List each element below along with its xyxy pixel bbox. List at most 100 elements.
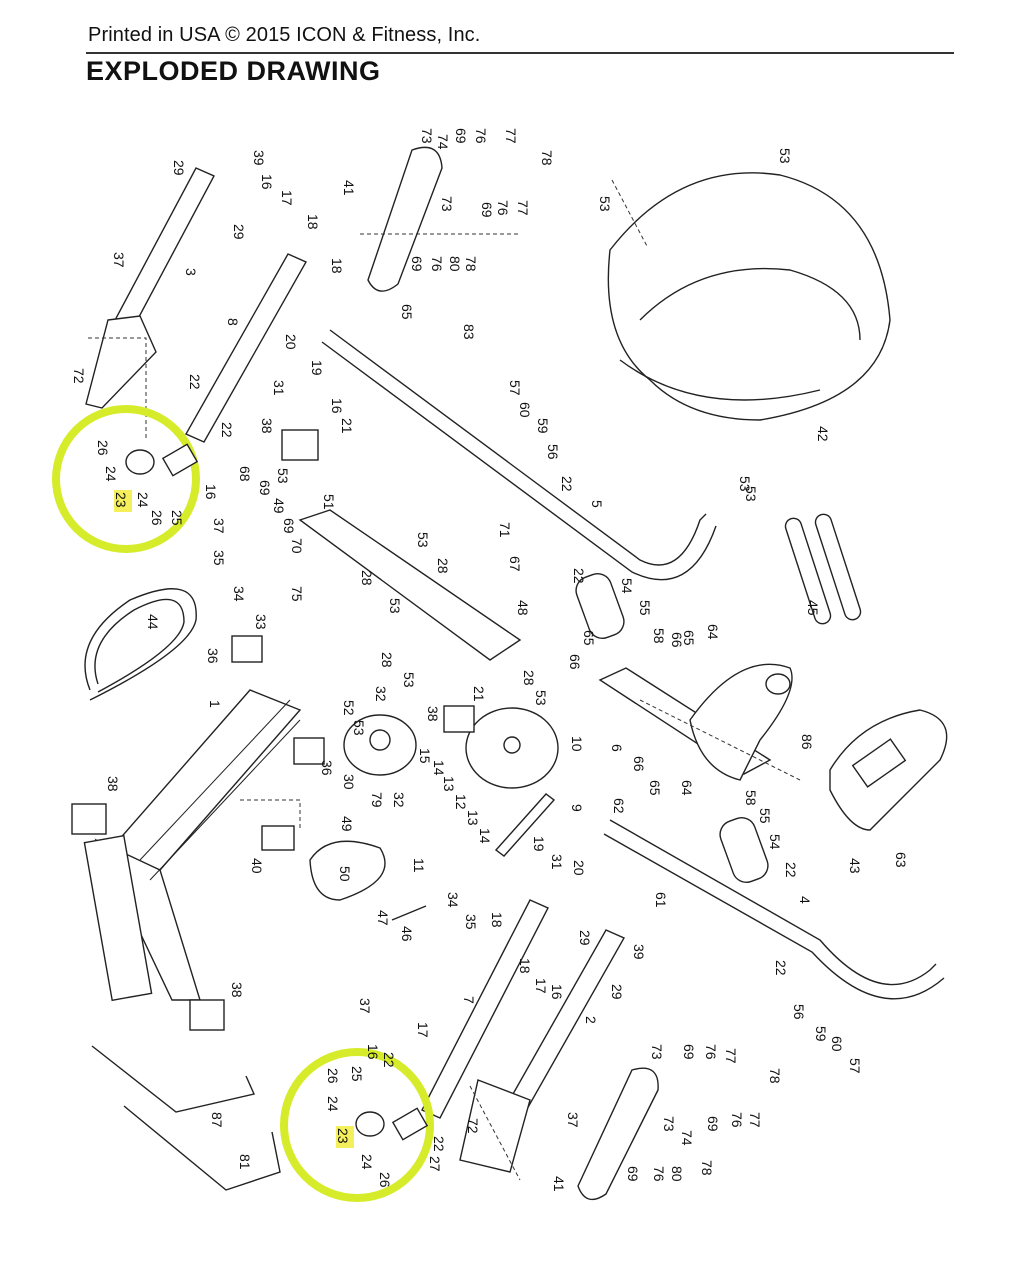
callout-label: 17	[279, 190, 295, 206]
callout-label: 13	[441, 776, 457, 792]
console-display	[851, 738, 907, 788]
bracket-bottom-highlight	[391, 1107, 429, 1141]
callout-label: 56	[791, 1004, 807, 1020]
callout-label: 24	[103, 466, 119, 482]
callout-label: 23	[335, 1128, 351, 1144]
callout-label: 66	[567, 654, 583, 670]
callout-label: 32	[391, 792, 407, 808]
callout-label: 29	[231, 224, 247, 240]
callout-label: 78	[767, 1068, 783, 1084]
pulley-30-hub	[369, 729, 391, 751]
callout-label: 80	[669, 1166, 685, 1182]
callout-label: 53	[275, 468, 291, 484]
callout-label: 40	[249, 858, 265, 874]
callout-label: 26	[377, 1172, 393, 1188]
cap-23-bottom	[355, 1111, 385, 1137]
callout-label: 65	[581, 630, 597, 646]
callout-label: 77	[747, 1112, 763, 1128]
callout-label: 24	[359, 1154, 375, 1170]
callout-label: 49	[271, 498, 287, 514]
callout-label: 41	[341, 180, 357, 196]
handlebar-5	[329, 329, 707, 566]
callout-label: 69	[681, 1044, 697, 1060]
callout-label: 28	[359, 570, 375, 586]
callout-label: 56	[545, 444, 561, 460]
callout-label: 67	[507, 556, 523, 572]
callout-label: 38	[105, 776, 121, 792]
cap-23-top	[125, 449, 155, 475]
callout-label: 55	[757, 808, 773, 824]
callout-label: 36	[319, 760, 335, 776]
header-divider	[86, 52, 954, 54]
pedal-41	[367, 146, 443, 292]
callout-label: 10	[569, 736, 585, 752]
callout-label: 58	[651, 628, 667, 644]
callout-label: 68	[237, 466, 253, 482]
callout-label: 22	[431, 1136, 447, 1152]
leader-dashes-6	[469, 1085, 521, 1181]
callout-label: 18	[489, 912, 505, 928]
callout-label: 25	[169, 510, 185, 526]
handlebar-4	[609, 819, 937, 986]
callout-label: 28	[379, 652, 395, 668]
callout-label: 21	[471, 686, 487, 702]
callout-label: 26	[149, 510, 165, 526]
callout-label: 52	[341, 700, 357, 716]
callout-label: 53	[351, 720, 367, 736]
callout-label: 69	[453, 128, 469, 144]
belt-44-inner	[94, 598, 185, 693]
leader-dashes-1	[88, 337, 147, 440]
callout-label: 73	[419, 128, 435, 144]
callout-label: 16	[549, 984, 565, 1000]
highlight-23-top-bg	[114, 490, 132, 512]
callout-label: 72	[71, 368, 87, 384]
main-beam-48	[298, 509, 522, 661]
callout-label: 76	[651, 1166, 667, 1182]
handlebar-4-edge	[603, 833, 945, 1000]
callout-label: 69	[281, 518, 297, 534]
callout-label: 22	[219, 422, 235, 438]
callout-label: 60	[517, 402, 533, 418]
roller-54-upper	[575, 573, 625, 639]
callout-label: 12	[453, 794, 469, 810]
callout-label: 44	[145, 614, 161, 630]
callout-label: 87	[209, 1112, 225, 1128]
callout-label: 53	[415, 532, 431, 548]
callout-label: 14	[477, 828, 493, 844]
shroud-42-inner	[639, 267, 861, 341]
callout-label: 22	[559, 476, 575, 492]
roller-54-lower	[719, 817, 769, 883]
callout-label: 76	[495, 200, 511, 216]
callout-label: 24	[135, 492, 151, 508]
callout-label: 42	[815, 426, 831, 442]
callout-label: 81	[237, 1154, 253, 1170]
callout-label: 5	[589, 500, 605, 508]
base-foot	[83, 834, 153, 1002]
callout-label: 37	[565, 1112, 581, 1128]
callout-label: 64	[679, 780, 695, 796]
callout-label: 29	[577, 930, 593, 946]
callout-label: 77	[503, 128, 519, 144]
highlight-23-bottom-bg	[336, 1126, 354, 1148]
rear-upright-7	[421, 899, 549, 1119]
callout-label: 30	[341, 774, 357, 790]
callout-label: 33	[253, 614, 269, 630]
callout-label: 53	[737, 476, 753, 492]
callout-label: 21	[339, 418, 355, 434]
callout-label: 34	[445, 892, 461, 908]
printed-notice: Printed in USA © 2015 ICON & Fitness, In…	[88, 24, 481, 46]
callout-label: 75	[289, 586, 305, 602]
callout-label: 28	[521, 670, 537, 686]
callout-label: 53	[401, 672, 417, 688]
callout-label: 19	[531, 836, 547, 852]
bracket-64-hole	[765, 673, 791, 695]
callout-label: 37	[211, 518, 227, 534]
bumper-38-mid	[443, 705, 475, 733]
bumper-36-b	[293, 737, 325, 765]
callout-label: 73	[661, 1116, 677, 1132]
callout-label: 15	[417, 748, 433, 764]
callout-label: 71	[497, 522, 513, 538]
callout-label: 23	[113, 492, 129, 508]
callout-label: 54	[619, 578, 635, 594]
rod-46	[391, 905, 427, 921]
